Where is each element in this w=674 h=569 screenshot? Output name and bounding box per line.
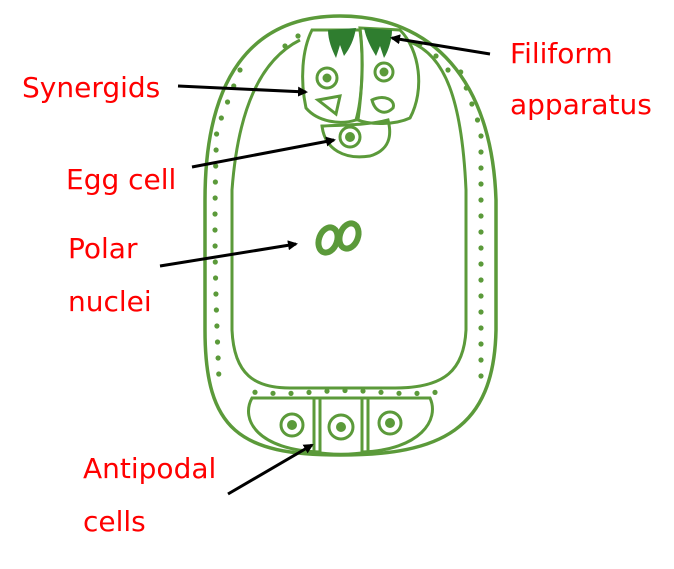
label-polar-nuclei-line2: nuclei [68,285,152,318]
cytoplasm-dot [324,388,330,394]
cytoplasm-dot [237,67,243,73]
cytoplasm-dot [218,115,224,121]
cytoplasm-dot [270,390,276,396]
cytoplasm-dot [478,277,484,283]
cytoplasm-dot [478,181,484,187]
cytoplasm-dot [214,339,221,345]
label-filiform-line1: Filiform [510,37,613,70]
cytoplasm-dot [478,149,484,155]
cytoplasm-dot [295,33,301,39]
cytoplasm-dot [478,229,484,235]
arrow-egg-cell [191,136,336,169]
cytoplasm-dot [212,211,218,217]
cytoplasm-dot [432,389,438,395]
cytoplasm-dot [445,67,451,73]
cytoplasm-dot [478,309,484,315]
cytoplasm-dots [212,33,484,396]
cytoplasm-dot [478,213,484,219]
cytoplasm-dot [216,371,222,377]
synergids [301,26,421,125]
cytoplasm-dot [469,101,475,107]
egg-cell [320,118,392,159]
cytoplasm-dot [478,325,484,331]
cytoplasm-dot [213,147,219,153]
cytoplasm-dot [478,133,484,139]
label-antipodal-line2: cells [83,505,146,538]
cytoplasm-dot [474,117,481,123]
cytoplasm-dot [215,355,221,361]
cytoplasm-dot [252,389,258,395]
arrow-antipodal [227,443,314,496]
cytoplasm-dot [213,307,219,313]
cytoplasm-dot [213,131,220,137]
arrow-filiform [390,34,491,56]
cytoplasm-dot [212,275,219,281]
cytoplasm-dot [360,388,366,394]
cytoplasm-dot [396,390,402,396]
cytoplasm-dot [478,357,484,363]
label-polar-nuclei-line1: Polar [68,232,138,265]
pointer-arrows [159,34,491,496]
arrow-synergids [177,84,308,97]
polar-nuclei [315,220,362,256]
cytoplasm-dot [458,69,464,75]
inner-wall [230,38,468,390]
cytoplasm-dot [414,390,420,396]
cytoplasm-dot [433,53,439,59]
cytoplasm-dot [378,389,384,395]
cytoplasm-dot [478,261,484,267]
cytoplasm-dot [478,197,484,203]
arrow-polar-nuclei [159,240,298,268]
cytoplasm-dot [212,195,218,201]
cytoplasm-dot [288,390,294,396]
cytoplasm-dot [224,99,231,105]
cytoplasm-dot [212,179,218,185]
label-egg-cell: Egg cell [66,163,177,196]
cytoplasm-dot [478,341,484,347]
cytoplasm-dot [478,373,484,379]
cytoplasm-dot [282,43,288,49]
cytoplasm-dot [213,291,219,297]
cytoplasm-dot [463,85,469,91]
cytoplasm-dot [478,293,484,299]
cytoplasm-dot [342,387,348,394]
cytoplasm-dot [212,227,218,233]
cytoplasm-dot [212,243,218,249]
label-antipodal-line1: Antipodal [83,452,217,485]
cytoplasm-dot [478,165,484,171]
cytoplasm-dot [214,323,220,329]
filiform-apparatus [328,28,392,58]
cytoplasm-dot [213,163,219,169]
cytoplasm-dot [306,389,312,395]
label-synergids: Synergids [22,71,161,104]
antipodal-cells [247,396,434,456]
cytoplasm-dot [212,259,218,265]
label-filiform-line2: apparatus [510,88,652,121]
cytoplasm-dot [478,245,484,251]
